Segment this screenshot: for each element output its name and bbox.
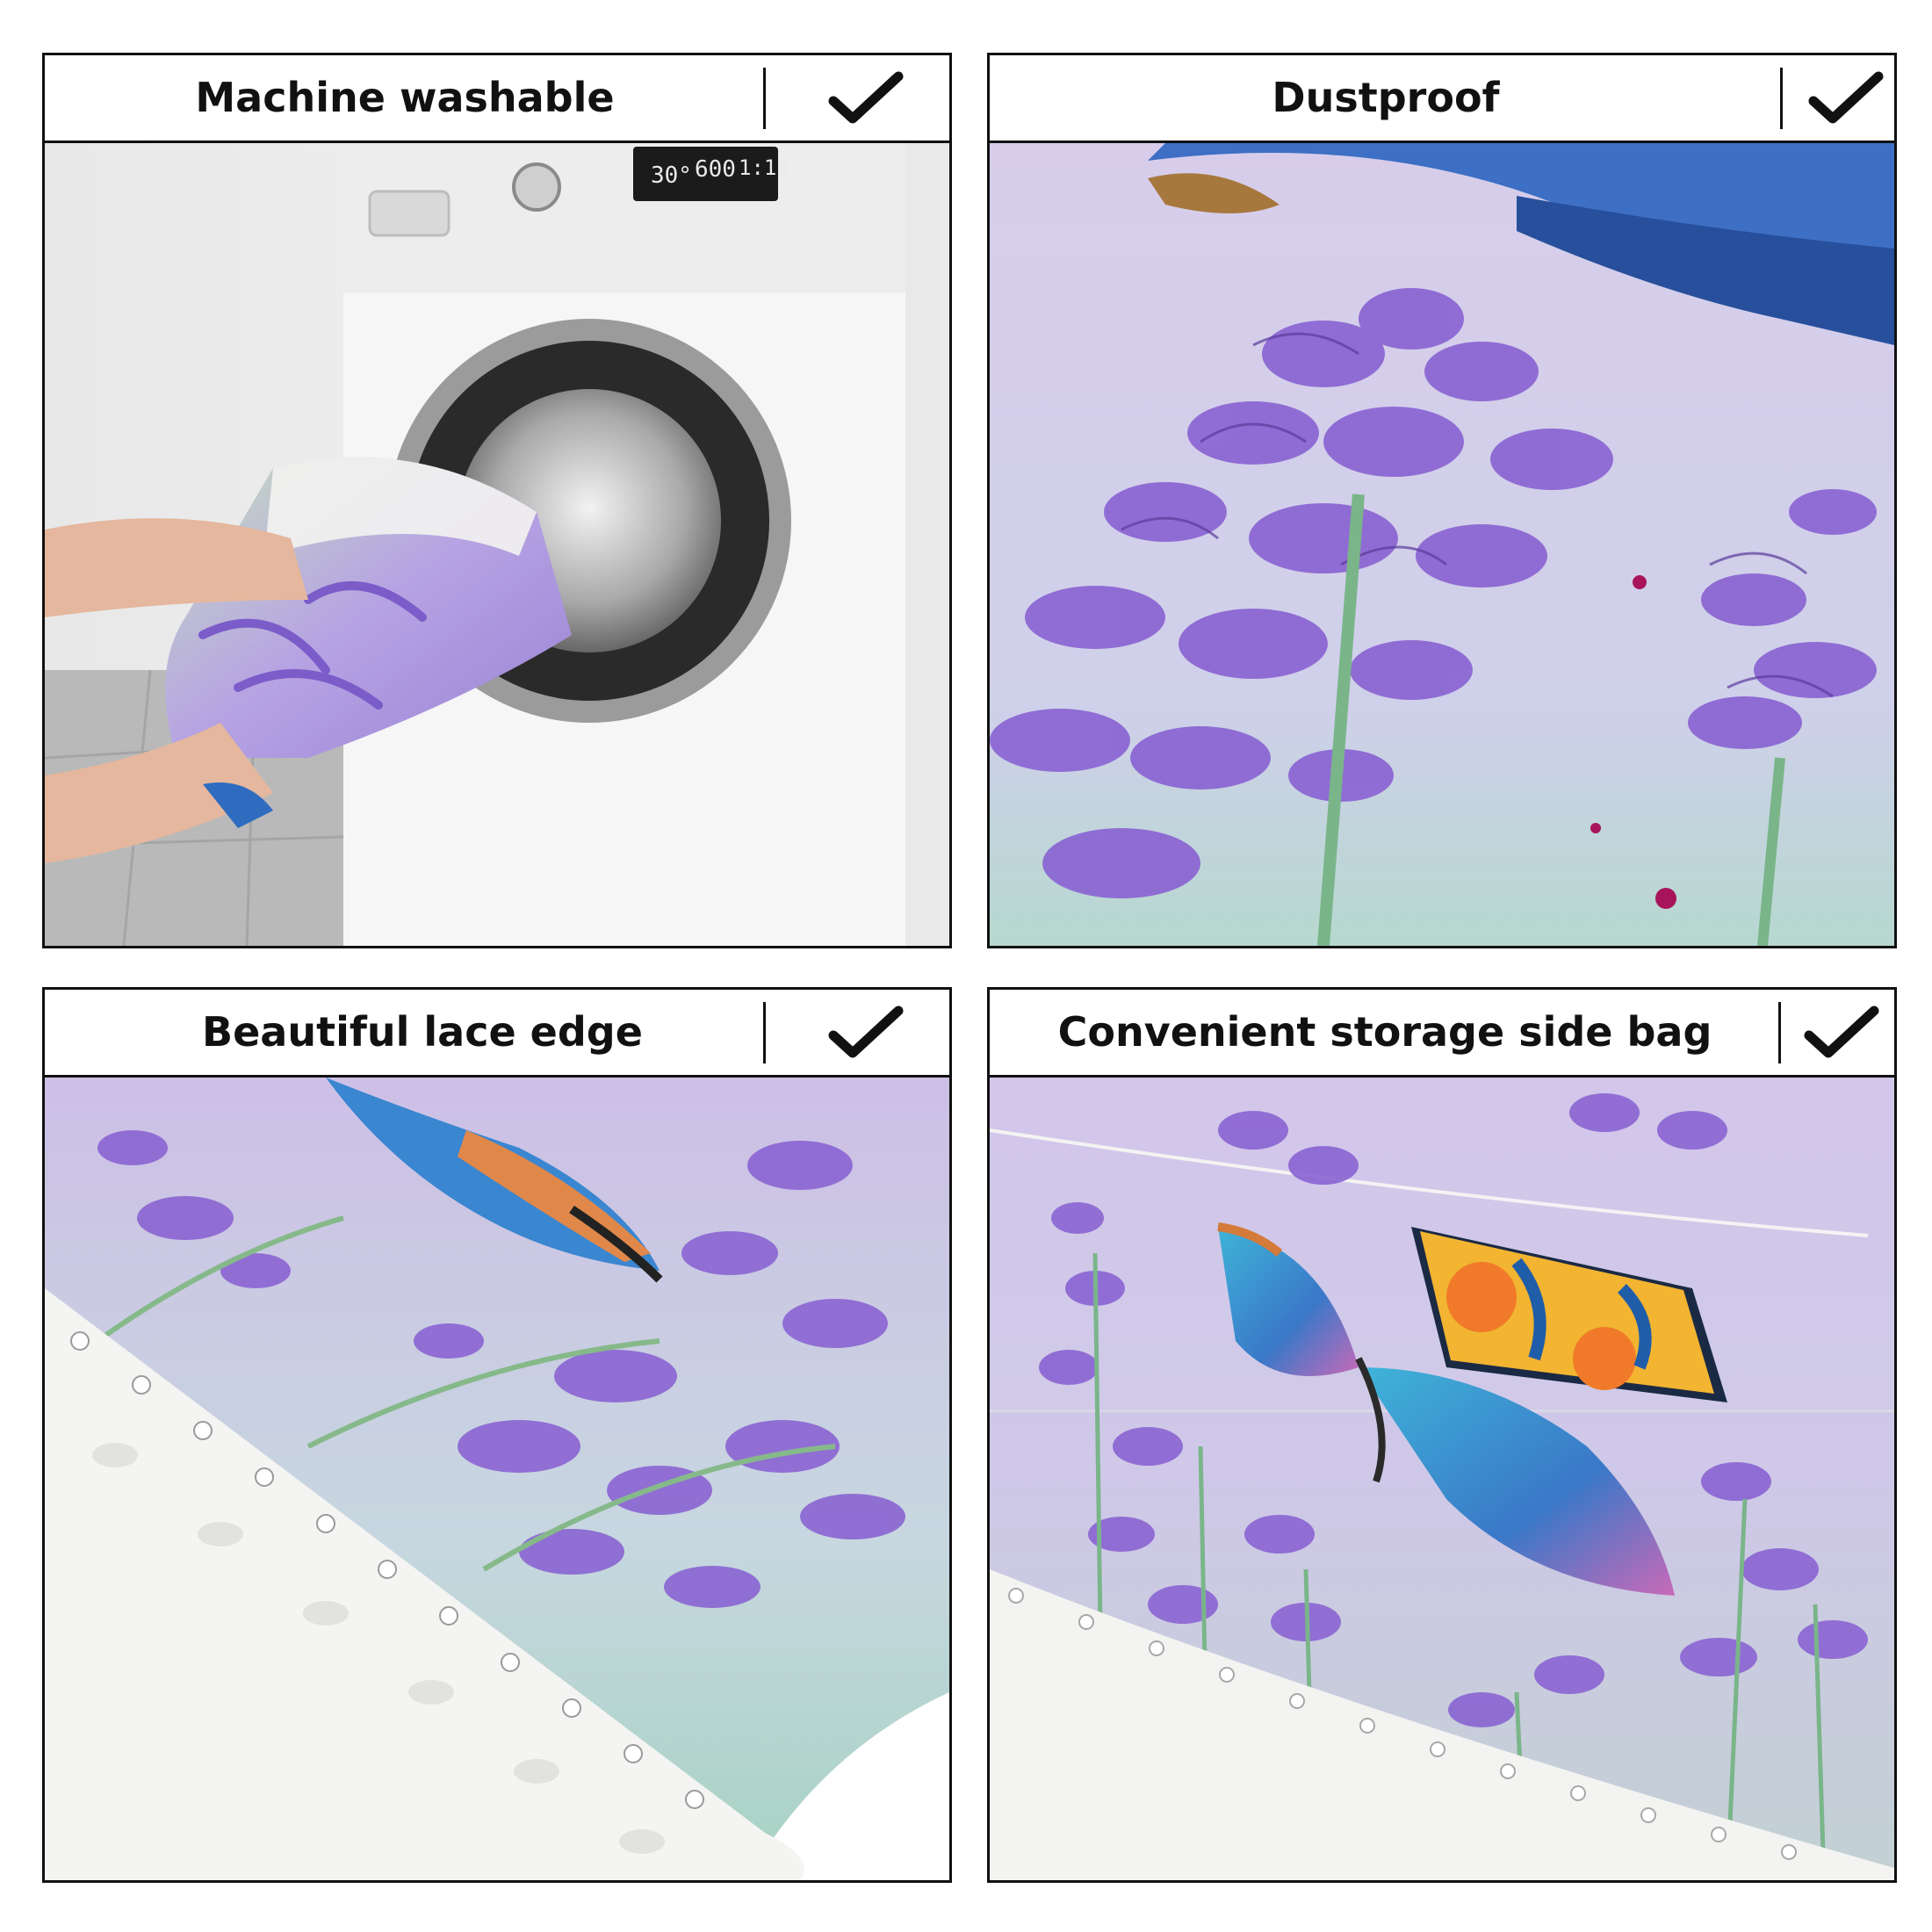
panel-header: Convenient storage side bag [990,990,1894,1078]
panel-title: Convenient storage side bag [1057,1008,1712,1056]
panel-title: Machine washable [195,74,615,121]
header-divider [1778,1002,1781,1063]
checkmark-icon [826,1006,905,1062]
panel-title: Dustproof [1272,74,1500,121]
checkmark-icon [1802,1006,1881,1062]
panel-dustproof: Dustproof [987,53,1897,948]
checkmark-icon [826,71,905,127]
washer-time: 1:13 [739,155,789,180]
panel-storage-side-bag: Convenient storage side bag [987,987,1897,1883]
panel-header: Beautiful lace edge [45,990,949,1078]
lace-edge-closeup [45,1078,949,1880]
side-bag-photo [990,1078,1894,1880]
washing-machine-photo: 30° 600 1:13 [45,143,949,946]
header-divider [1780,68,1783,129]
panel-header: Dustproof [990,55,1894,143]
header-divider [763,68,766,129]
panel-machine-washable: Machine washable [42,53,952,948]
lavender-fabric-closeup [990,143,1894,946]
washer-spin: 600 [695,156,736,183]
washer-temp: 30° [651,162,692,189]
panel-lace-edge: Beautiful lace edge [42,987,952,1883]
panel-header: Machine washable [45,55,949,143]
checkmark-icon [1806,71,1885,127]
panel-title: Beautiful lace edge [202,1008,643,1056]
header-divider [763,1002,766,1063]
